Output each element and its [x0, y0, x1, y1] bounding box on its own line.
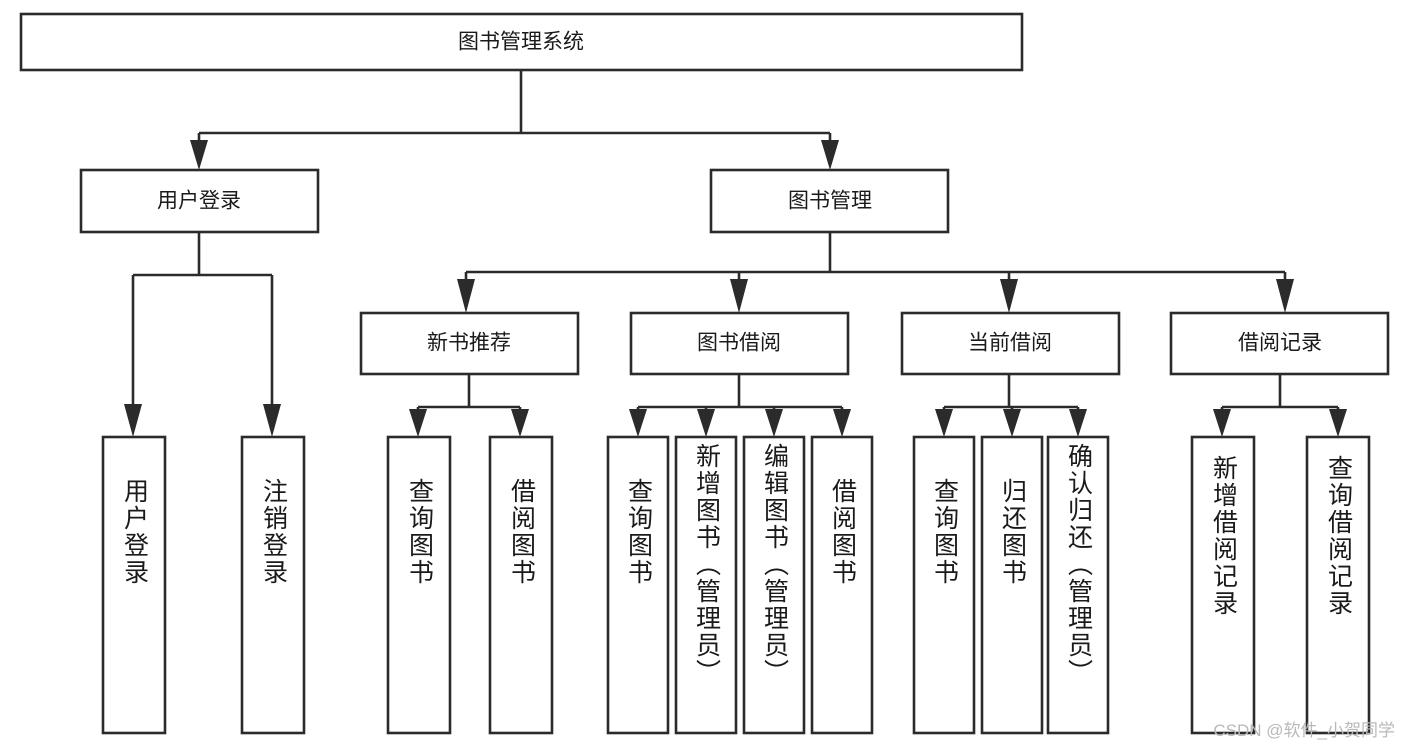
arrowhead-book-manage: [821, 140, 839, 170]
node-book-manage[interactable]: 图书管理: [709, 168, 950, 234]
arrowhead-leaf-cb-3: [1069, 409, 1087, 437]
leaf-box-cb-2[interactable]: [980, 435, 1044, 735]
connector-group-user-login: [124, 232, 281, 437]
leaf-boxes: [101, 435, 1371, 735]
arrowhead-leaf-bb-1: [629, 409, 647, 437]
node-root-box[interactable]: [19, 12, 1024, 72]
arrowhead-leaf-user-login-2: [263, 404, 281, 437]
node-user-login-box[interactable]: [79, 168, 320, 234]
arrowhead-leaf-nbr-1: [409, 409, 427, 437]
node-book-borrow-label: 图书借阅: [697, 332, 781, 355]
arrowhead-leaf-bb-4: [833, 409, 851, 437]
arrowhead-leaf-bb-3: [765, 409, 783, 437]
leaf-box-cb-3[interactable]: [1046, 435, 1110, 735]
arrowhead-user-login: [190, 140, 208, 170]
node-borrow-record-box[interactable]: [1169, 311, 1390, 376]
node-current-borrow-box[interactable]: [900, 311, 1121, 376]
arrowhead-leaf-br-2: [1329, 409, 1347, 437]
connector-group-book-borrow: [629, 374, 851, 437]
connector-group-current-borrow: [935, 374, 1087, 437]
leaf-box-user-login-1[interactable]: [101, 435, 167, 735]
connector-group-book-manage: [457, 232, 1294, 313]
arrowhead-leaf-br-1: [1213, 409, 1231, 437]
node-user-login-label: 用户登录: [157, 190, 241, 213]
arrowhead-current-borrow: [1000, 279, 1018, 313]
node-current-borrow[interactable]: 当前借阅: [900, 311, 1121, 376]
node-book-manage-box[interactable]: [709, 168, 950, 234]
node-book-borrow-box[interactable]: [629, 311, 850, 376]
node-new-book-recommend[interactable]: 新书推荐: [359, 311, 580, 376]
arrowhead-leaf-cb-2: [1003, 409, 1021, 437]
leaf-box-br-2[interactable]: [1305, 435, 1371, 735]
node-book-manage-label: 图书管理: [788, 190, 872, 213]
arrowhead-leaf-cb-1: [935, 409, 953, 437]
leaf-box-bb-3[interactable]: [742, 435, 806, 735]
node-root[interactable]: 图书管理系统: [19, 12, 1024, 72]
connector-group-root: [190, 70, 839, 170]
arrowhead-new-book-recommend: [457, 279, 475, 313]
leaf-box-bb-1[interactable]: [606, 435, 670, 735]
node-borrow-record[interactable]: 借阅记录: [1169, 311, 1390, 376]
arrowhead-borrow-record: [1276, 279, 1294, 313]
leaf-box-br-1[interactable]: [1190, 435, 1256, 735]
node-user-login[interactable]: 用户登录: [79, 168, 320, 234]
node-root-label: 图书管理系统: [458, 31, 584, 54]
arrowhead-leaf-user-login-1: [124, 404, 142, 437]
node-new-book-recommend-label: 新书推荐: [427, 332, 511, 355]
leaf-box-nbr-2[interactable]: [488, 435, 554, 735]
connector-group-new-book-recommend: [409, 374, 529, 437]
connector-group-borrow-record: [1213, 374, 1347, 437]
node-borrow-record-label: 借阅记录: [1238, 332, 1322, 355]
leaf-box-bb-2[interactable]: [674, 435, 738, 735]
node-new-book-recommend-box[interactable]: [359, 311, 580, 376]
leaf-box-cb-1[interactable]: [912, 435, 976, 735]
node-current-borrow-label: 当前借阅: [968, 332, 1052, 355]
leaf-box-bb-4[interactable]: [810, 435, 874, 735]
arrowhead-leaf-bb-2: [697, 409, 715, 437]
arrowhead-book-borrow: [730, 279, 748, 313]
leaf-box-nbr-1[interactable]: [386, 435, 452, 735]
arrowhead-leaf-nbr-2: [511, 409, 529, 437]
node-book-borrow[interactable]: 图书借阅: [629, 311, 850, 376]
leaf-box-user-login-2[interactable]: [240, 435, 306, 735]
